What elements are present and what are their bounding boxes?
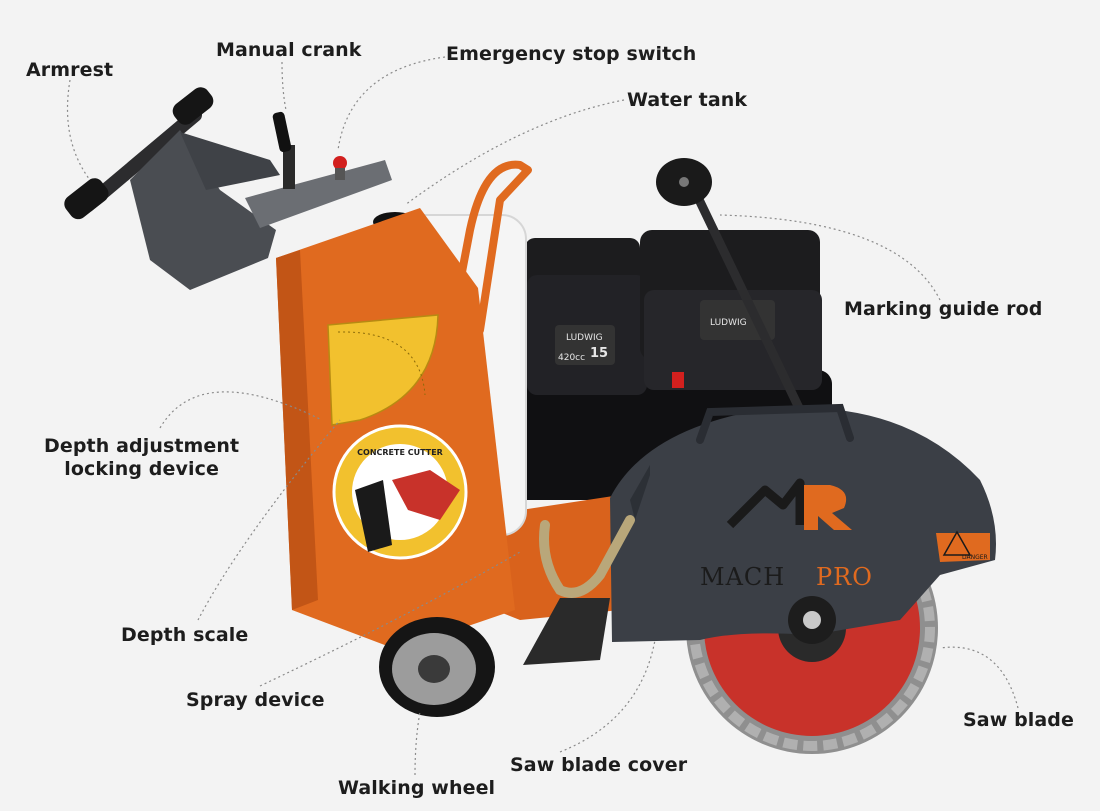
label-spray-device: Spray device <box>186 689 325 711</box>
label-manual-crank: Manual crank <box>216 39 362 61</box>
leader-depth-scale <box>197 419 341 621</box>
leader-spray-device <box>259 551 521 687</box>
label-water-tank: Water tank <box>627 89 748 111</box>
label-walking-wheel: Walking wheel <box>338 777 496 799</box>
leader-armrest <box>66 79 91 181</box>
leader-lines <box>66 56 1019 776</box>
label-armrest: Armrest <box>26 59 114 81</box>
leader-water-tank <box>404 99 625 206</box>
engine-brand-text: LUDWIG <box>566 333 603 343</box>
label-emergency-stop: Emergency stop switch <box>446 43 697 65</box>
label-depth-adjustment: Depth adjustment locking device <box>44 435 240 480</box>
brand-pro-text: PRO <box>816 563 873 591</box>
concrete-cutter-dial: CONCRETE CUTTER <box>332 424 468 560</box>
label-marking-guide-rod: Marking guide rod <box>844 298 1043 320</box>
depth-scale-plate <box>327 314 439 426</box>
brand-mach-text: MACH <box>700 563 785 591</box>
leader-walking-wheel <box>414 711 421 776</box>
leader-saw-blade <box>939 646 1019 709</box>
dial-text: CONCRETE CUTTER <box>357 448 443 457</box>
walking-wheel <box>379 617 495 717</box>
marking-guide-rod <box>656 158 805 415</box>
engine-cc-text: 420cc <box>558 353 585 363</box>
blade-cover: DANGER MR MACH PRO <box>610 403 996 644</box>
engine: LUDWIG 420cc 15 LUDWIG <box>512 230 832 500</box>
engine-model-text: 15 <box>590 346 608 361</box>
spray-flap <box>523 598 610 665</box>
push-frame <box>446 160 532 339</box>
leader-manual-crank <box>281 61 287 111</box>
label-depth-scale: Depth scale <box>121 624 249 646</box>
spray-hose <box>539 515 635 598</box>
warning-text: DANGER <box>962 554 988 561</box>
frame-side <box>276 250 318 610</box>
handle-assembly <box>64 87 392 290</box>
label-saw-blade: Saw blade <box>963 709 1074 731</box>
label-saw-blade-cover: Saw blade cover <box>510 754 688 776</box>
leader-emergency-stop <box>337 56 446 151</box>
engine-brand-text-2: LUDWIG <box>710 318 747 328</box>
leader-blade-cover <box>559 639 656 753</box>
